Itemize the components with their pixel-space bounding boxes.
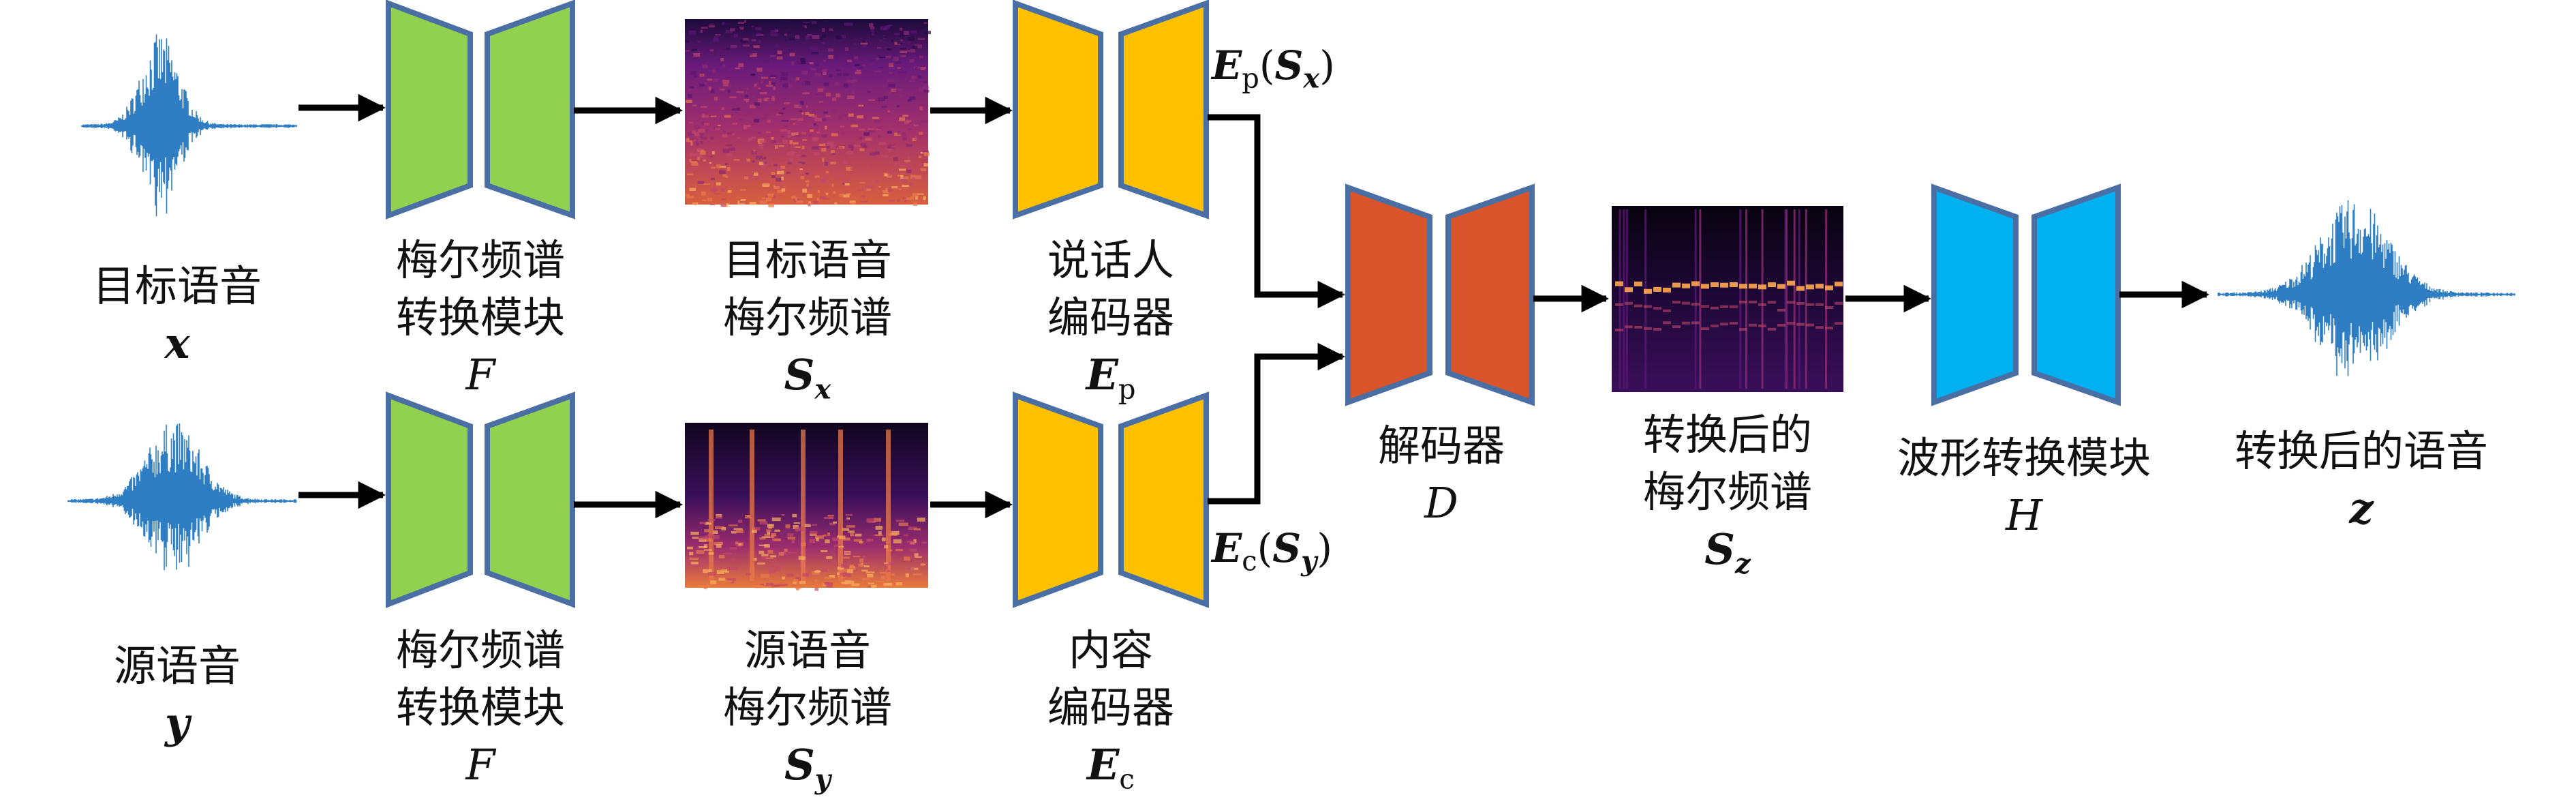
arrow-content-to-decoder	[1208, 342, 1346, 505]
content-encoder-block	[1013, 391, 1209, 608]
converted-waveform	[2218, 200, 2515, 376]
source-waveform	[67, 423, 297, 571]
diagram-canvas	[67, 0, 2515, 608]
target-waveform	[81, 34, 297, 217]
target-mel-spectrogram	[685, 19, 931, 208]
mel-transform-block-bottom	[386, 391, 575, 608]
source-mel-spectrogram	[685, 423, 928, 591]
waveform-transform-block	[1931, 183, 2121, 406]
flow-arrows	[298, 93, 2210, 519]
speaker-encoder-block	[1013, 0, 1209, 220]
mel-transform-block-top	[386, 0, 575, 220]
speaker-embedding-label: Ep(Sx)	[1212, 42, 1335, 95]
arrow-speaker-to-decoder	[1208, 114, 1346, 309]
content-embedding-label: Ec(Sy)	[1212, 525, 1333, 578]
decoder-block	[1345, 183, 1535, 406]
converted-mel-spectrogram	[1612, 206, 1843, 392]
